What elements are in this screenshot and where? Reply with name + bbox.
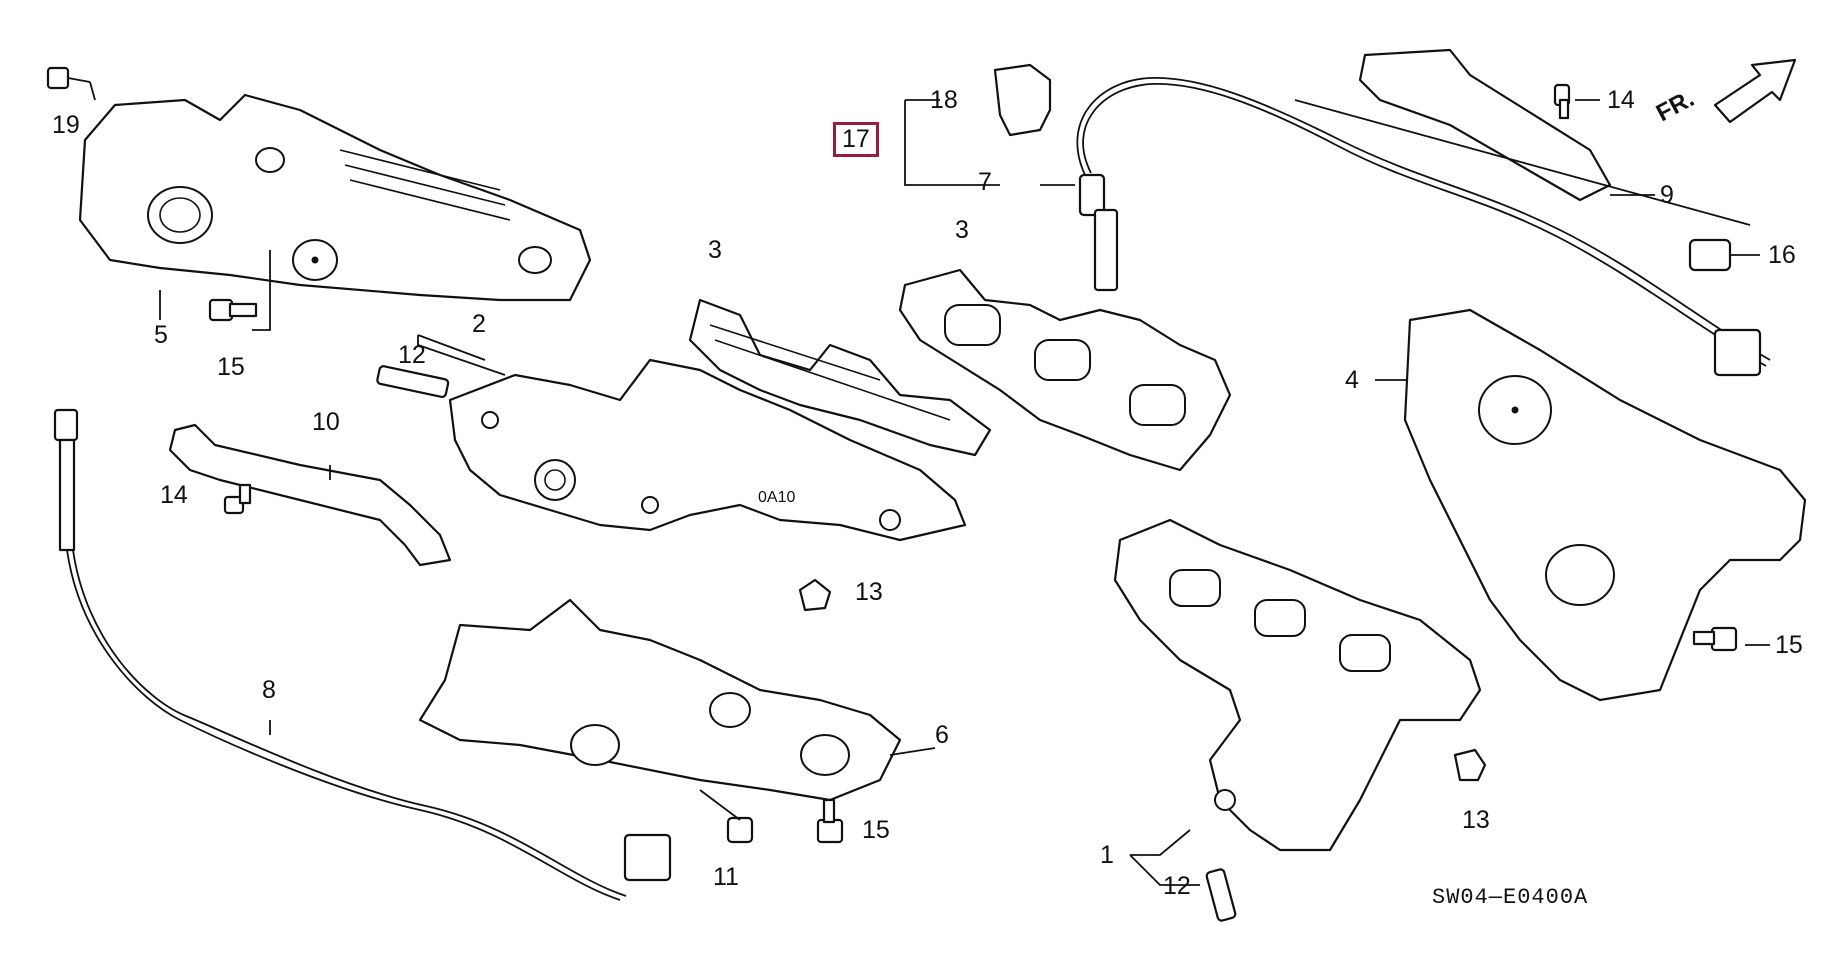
oxygen-sensor-8 [53,408,672,901]
callout-13-middle: 13 [855,578,883,606]
bracket-10 [168,423,452,567]
manifold-part-code: 0A10 [758,489,796,506]
right-heat-shield [1403,308,1807,702]
exhaust-manifold-rear [1113,518,1482,852]
bracket-9 [1294,48,1751,226]
stud-12-upper [376,365,450,399]
callout-17-highlighted[interactable]: 17 [833,122,879,157]
drawing-code: SW04—E0400A [1432,885,1589,910]
callout-2: 2 [472,310,486,338]
callout-3-middle: 3 [708,236,722,264]
callout-15-upper: 15 [217,353,245,381]
callout-10: 10 [312,408,340,436]
callout-1: 1 [1100,841,1114,869]
gasket-3-middle [688,298,992,457]
callout-18: 18 [930,86,958,114]
gasket-3-right [898,268,1232,472]
callout-5: 5 [154,321,168,349]
bolt-15-upper [208,298,258,322]
bolt-15-middle [816,798,844,844]
exhaust-manifold-front [448,358,967,542]
lower-heat-shield [418,598,902,802]
bolt-14-upper [1553,83,1571,120]
callout-7: 7 [978,168,992,196]
nut-13-right [1453,748,1487,782]
callout-3-right: 3 [955,216,969,244]
callout-19: 19 [52,111,80,139]
callout-15-middle: 15 [862,816,890,844]
bolt-11 [726,816,754,844]
bolt-15-right [1692,626,1738,652]
callout-12-lower: 12 [1163,872,1191,900]
callout-4: 4 [1345,366,1359,394]
bolt-19 [46,66,96,101]
callout-9: 9 [1660,181,1674,209]
front-direction-arrow [1713,58,1797,124]
nut-13-middle [798,578,832,612]
callout-12-upper: 12 [398,341,426,369]
connector-18 [993,63,1052,137]
callout-11: 11 [713,863,739,891]
callout-6: 6 [935,721,949,749]
clip-16 [1688,238,1732,272]
callout-14-upper: 14 [1607,86,1635,114]
upper-heat-shield [78,93,592,302]
callout-13-right: 13 [1462,806,1490,834]
callout-8: 8 [262,676,276,704]
oxygen-sensor-7 [1076,77,1771,377]
bolt-14-lower [223,483,252,515]
callout-15-right: 15 [1775,631,1803,659]
callout-14-lower: 14 [160,481,188,509]
stud-12-lower [1205,868,1237,922]
callout-16: 16 [1768,241,1796,269]
